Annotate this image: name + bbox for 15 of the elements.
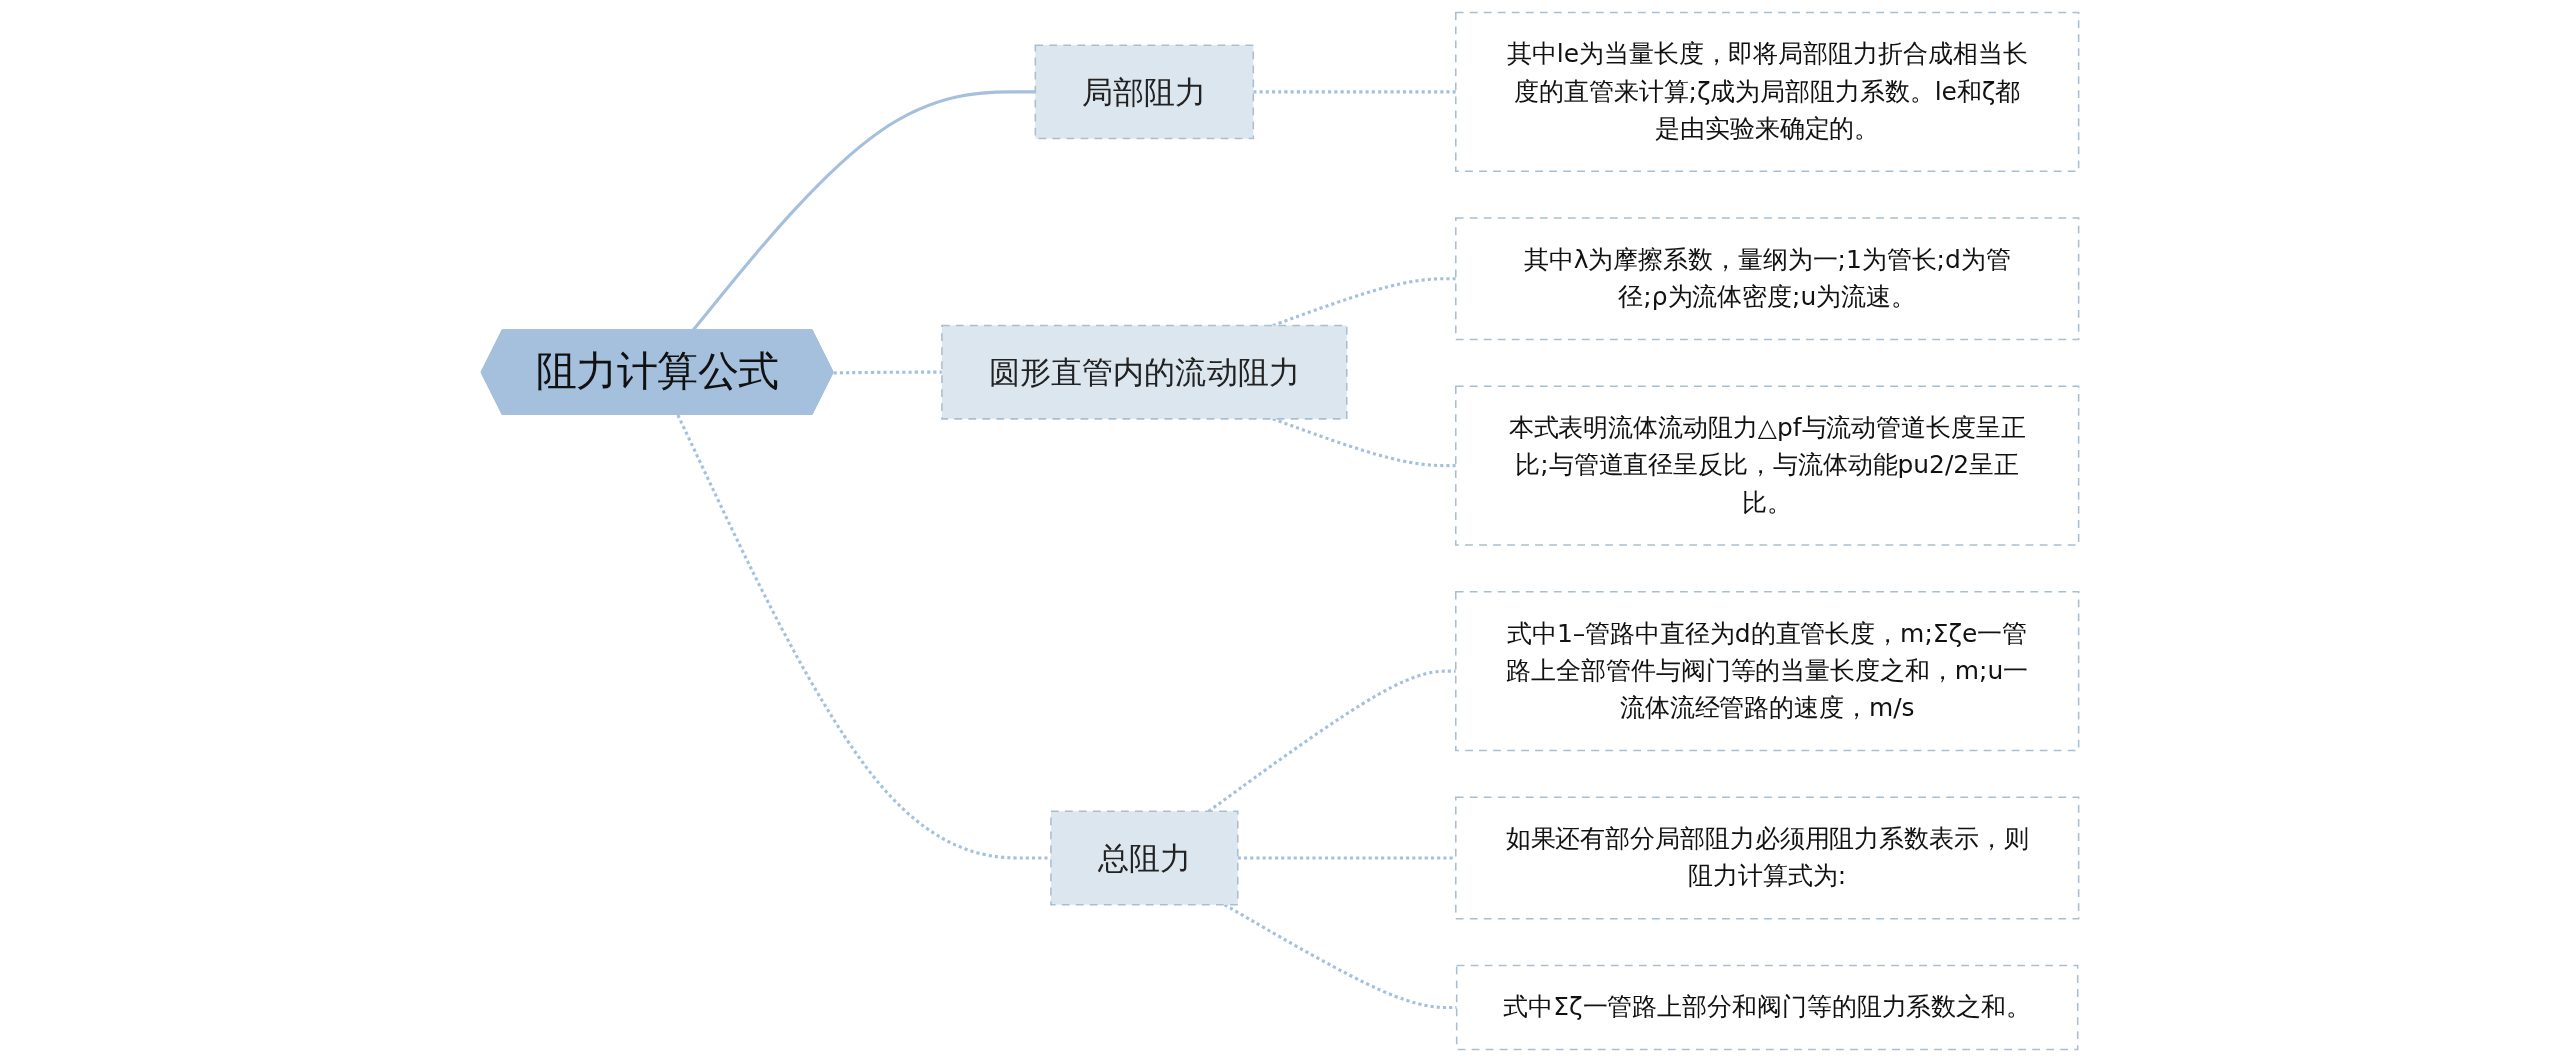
connector	[1272, 417, 1456, 468]
node-box: 总阻力	[1050, 810, 1239, 906]
connector	[1253, 90, 1456, 94]
connector	[1272, 277, 1456, 327]
connector	[1237, 856, 1456, 860]
node-box: 其中le为当量长度，即将局部阻力折合成相当长度的直管来计算;ζ成为局部阻力系数。le和ζ都是由实验来确定的。	[1455, 11, 2080, 173]
node-box: 本式表明流体流动阻力△pf与流动管道长度呈正比;与管道直径呈反比，与流体动能pu2/2呈正比。	[1455, 385, 2080, 546]
node-box: 式中1–管路中直径为d的直管长度，m;Σζe一管路上全部管件与阀门等的当量长度之和，m;u一流体流经管路的速度，m/s	[1455, 590, 2080, 752]
connector	[676, 414, 1051, 860]
connector	[691, 90, 1036, 332]
node-box: 圆形直管内的流动阻力	[941, 324, 1348, 420]
node-box: 其中λ为摩擦系数，量纲为一;1为管长;d为管径;ρ为流体密度;u为流速。	[1455, 217, 2080, 341]
node-box: 局部阻力	[1034, 44, 1255, 140]
node-box: 如果还有部分局部阻力必须用阻力系数表示，则阻力计算式为:	[1455, 796, 2080, 920]
node-box: 式中Σζ一管路上部分和阀门等的阻力系数之和。	[1455, 964, 2079, 1051]
